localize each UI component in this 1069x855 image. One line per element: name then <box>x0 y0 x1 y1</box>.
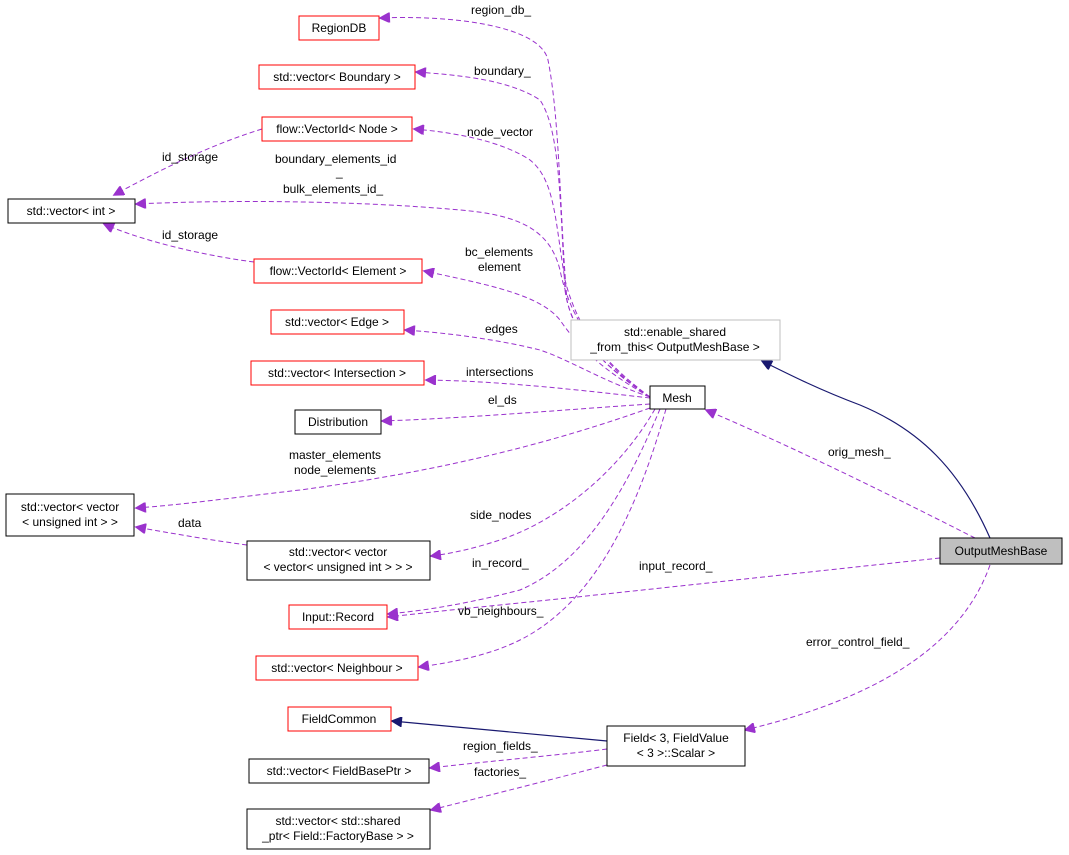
node-vectorid-node[interactable]: flow::VectorId< Node > <box>261 116 413 142</box>
edge-error-control-field <box>745 564 991 730</box>
svg-text:std::vector< FieldBasePtr >: std::vector< FieldBasePtr > <box>267 764 412 778</box>
node-mesh[interactable]: Mesh <box>649 385 706 410</box>
edge-region-fields <box>430 748 608 768</box>
label-bulk-elements-id: bulk_elements_id_ <box>283 182 383 196</box>
node-vector-boundary[interactable]: std::vector< Boundary > <box>258 64 416 90</box>
edge-vb-neighbours <box>419 408 667 667</box>
svg-text:RegionDB: RegionDB <box>312 21 367 35</box>
node-vectorid-element[interactable]: flow::VectorId< Element > <box>253 258 423 284</box>
node-vector-vector-vector-uint[interactable]: std::vector< vector < vector< unsigned i… <box>246 540 431 581</box>
label-side-nodes: side_nodes <box>470 508 531 522</box>
label-in-record: in_record_ <box>472 556 529 570</box>
edge-inherit-enable-shared <box>762 361 991 539</box>
label-boundary-elements-id: boundary_elements_id <box>275 152 396 166</box>
edge-orig-mesh <box>706 410 976 539</box>
edge-inherit-field-common <box>392 721 608 742</box>
label-factories: factories_ <box>474 765 526 779</box>
svg-text:std::enable_shared: std::enable_shared <box>624 325 726 339</box>
edge-factories <box>431 764 608 810</box>
label-orig-mesh: orig_mesh_ <box>828 445 891 459</box>
edge-boundary <box>416 72 651 398</box>
node-vector-intersection[interactable]: std::vector< Intersection > <box>250 360 425 386</box>
label-boundary: boundary_ <box>474 64 531 78</box>
node-vector-neighbour[interactable]: std::vector< Neighbour > <box>255 655 419 681</box>
node-enable-shared-from-this[interactable]: std::enable_shared _from_this< OutputMes… <box>570 319 781 361</box>
label-region-db: region_db_ <box>471 3 531 17</box>
svg-text:Mesh: Mesh <box>662 391 691 405</box>
edge-side-nodes <box>431 408 656 556</box>
node-vector-vector-uint[interactable]: std::vector< vector < unsigned int > > <box>5 493 135 537</box>
node-input-record[interactable]: Input::Record <box>288 604 388 630</box>
node-region-db[interactable]: RegionDB <box>298 15 380 41</box>
edge-data <box>136 527 248 546</box>
edge-id-storage-node <box>114 128 263 195</box>
svg-text:< unsigned int > >: < unsigned int > > <box>22 515 118 529</box>
svg-text:std::vector< vector: std::vector< vector <box>21 500 119 514</box>
label-master-elements: master_elements <box>289 448 381 462</box>
svg-text:Input::Record: Input::Record <box>302 610 374 624</box>
label-error-control-field: error_control_field_ <box>806 635 910 649</box>
label-id-storage-element: id_storage <box>162 228 218 242</box>
edge-id-storage-element <box>104 224 255 263</box>
edge-master-elements <box>136 407 651 508</box>
svg-text:FieldCommon: FieldCommon <box>302 712 377 726</box>
edges <box>104 17 991 810</box>
label-bc-elements: bc_elements <box>465 245 533 259</box>
svg-text:flow::VectorId< Element >: flow::VectorId< Element > <box>270 264 407 278</box>
node-field-scalar[interactable]: Field< 3, FieldValue < 3 >::Scalar > <box>606 725 746 767</box>
edge-el-ds <box>382 403 651 421</box>
label-data: data <box>178 516 202 530</box>
label-element: element <box>478 260 521 274</box>
svg-text:< 3 >::Scalar >: < 3 >::Scalar > <box>637 746 715 760</box>
edge-in-record <box>388 408 661 614</box>
svg-text:std::vector< Edge >: std::vector< Edge > <box>285 315 389 329</box>
edge-labels: region_db_ boundary_ node_vector id_stor… <box>162 3 910 779</box>
svg-text:< vector< unsigned int > > >: < vector< unsigned int > > > <box>263 560 412 574</box>
edge-intersections <box>426 380 651 399</box>
svg-text:Distribution: Distribution <box>308 415 368 429</box>
label-vb-neighbours: vb_neighbours_ <box>458 604 544 618</box>
node-output-mesh-base[interactable]: OutputMeshBase <box>939 537 1063 565</box>
svg-text:std::vector< int >: std::vector< int > <box>27 204 116 218</box>
edge-input-record <box>388 557 941 617</box>
label-id-storage-node: id_storage <box>162 150 218 164</box>
node-vector-edge[interactable]: std::vector< Edge > <box>270 309 405 335</box>
label-edges: edges <box>485 322 518 336</box>
node-vector-int[interactable]: std::vector< int > <box>7 198 136 224</box>
svg-text:std::vector< std::shared: std::vector< std::shared <box>275 814 400 828</box>
svg-text:_from_this< OutputMeshBase >: _from_this< OutputMeshBase > <box>589 340 759 354</box>
label-input-record: input_record_ <box>639 559 713 573</box>
label-underscore: _ <box>335 165 343 179</box>
svg-text:OutputMeshBase: OutputMeshBase <box>955 544 1048 558</box>
edge-bc-elements <box>424 271 651 398</box>
label-node-elements: node_elements <box>294 463 376 477</box>
label-intersections: intersections <box>466 365 533 379</box>
svg-text:std::vector< vector: std::vector< vector <box>289 545 387 559</box>
svg-text:std::vector< Boundary >: std::vector< Boundary > <box>273 70 400 84</box>
svg-text:_ptr< Field::FactoryBase > >: _ptr< Field::FactoryBase > > <box>261 829 414 843</box>
nodes: RegionDB std::vector< Boundary > flow::V… <box>5 15 1063 850</box>
node-vector-field-base-ptr[interactable]: std::vector< FieldBasePtr > <box>248 758 430 784</box>
svg-text:std::vector< Intersection >: std::vector< Intersection > <box>268 366 406 380</box>
label-el-ds: el_ds <box>488 393 517 407</box>
node-distribution[interactable]: Distribution <box>294 409 382 435</box>
label-node-vector: node_vector <box>467 125 533 139</box>
svg-text:std::vector< Neighbour >: std::vector< Neighbour > <box>271 661 402 675</box>
node-field-common[interactable]: FieldCommon <box>287 706 392 732</box>
node-vector-factory[interactable]: std::vector< std::shared _ptr< Field::Fa… <box>246 808 431 850</box>
label-region-fields: region_fields_ <box>463 739 538 753</box>
svg-text:flow::VectorId< Node >: flow::VectorId< Node > <box>276 122 397 136</box>
svg-text:Field< 3, FieldValue: Field< 3, FieldValue <box>623 731 729 745</box>
